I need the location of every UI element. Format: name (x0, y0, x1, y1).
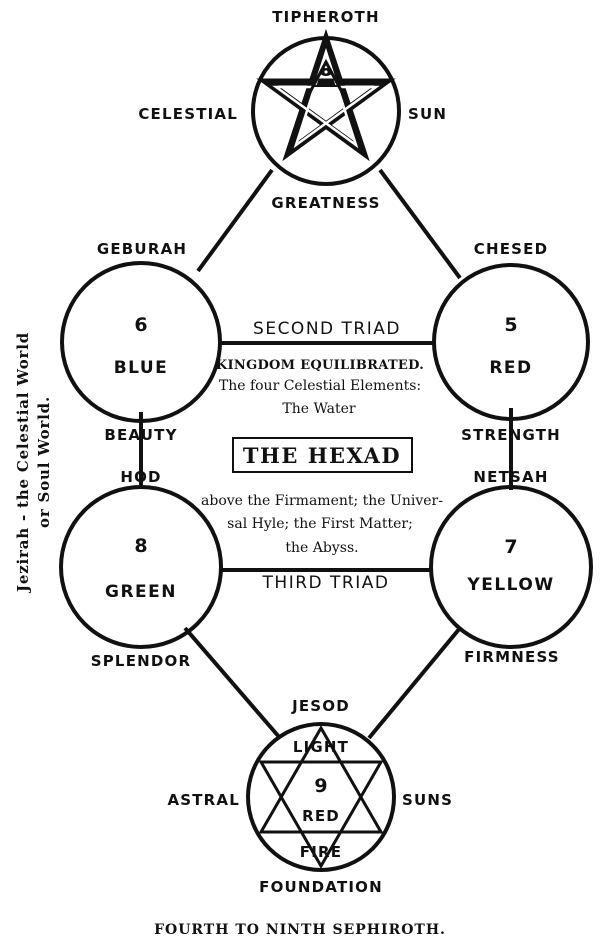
jesod-bottom-label: FOUNDATION (259, 878, 383, 896)
center-line-4: sal Hyle; the First Matter; (227, 516, 413, 532)
figure-caption: FOURTH TO NINTH SEPHIROTH. (154, 922, 446, 938)
chesed-title: CHESED (474, 240, 549, 258)
line-tiphereth-chesed (378, 168, 462, 280)
netsah-circle (429, 485, 593, 649)
hod-below-label: SPLENDOR (91, 652, 192, 670)
chesed-below-label: STRENGTH (461, 426, 561, 444)
tiphereth-right-label: SUN (408, 105, 447, 123)
line-hod-jesod (183, 626, 282, 740)
eye-icon (307, 58, 345, 95)
tiphereth-left-label: CELESTIAL (138, 105, 238, 123)
side-title-line-2: or Soul World. (35, 396, 53, 528)
jesod-inner-bottom: FIRE (300, 843, 342, 861)
tiphereth-bottom-label: GREATNESS (271, 194, 380, 212)
third-triad-label: THIRD TRIAD (262, 573, 390, 593)
pentagram-inner-icon (272, 47, 380, 149)
netsah-color: YELLOW (466, 575, 554, 595)
jesod-circle (246, 722, 396, 872)
chesed-node: CHESED 5 RED STRENGTH (432, 240, 590, 444)
hexad-box (232, 437, 413, 473)
jesod-color: RED (302, 807, 340, 825)
netsah-number: 7 (504, 536, 517, 558)
hexagram-up-triangle-icon (258, 724, 384, 834)
center-line-2: The Water (282, 401, 356, 417)
line-netsah-jesod (367, 626, 462, 740)
pentagram-icon (256, 28, 396, 162)
hod-color: GREEN (105, 582, 177, 602)
geburah-circle (60, 261, 222, 423)
hexad-title: THE HEXAD (243, 443, 401, 468)
chesed-color: RED (489, 358, 532, 378)
hod-node: HOD 8 GREEN SPLENDOR (59, 468, 223, 670)
chesed-circle (432, 263, 590, 421)
tiphereth-top-label: TIPHEROTH (272, 8, 380, 26)
geburah-title: GEBURAH (97, 240, 187, 258)
jesod-top-label: JESOD (291, 697, 350, 715)
side-title: Jezirah - the Celestial World or Soul Wo… (14, 332, 53, 594)
jesod-left-label: ASTRAL (167, 791, 240, 809)
chesed-number: 5 (504, 314, 517, 336)
center-line-1: The four Celestial Elements: (219, 378, 421, 394)
kingdom-line: KINGDOM EQUILIBRATED. (216, 358, 424, 373)
netsah-node: NETSAH 7 YELLOW FIRMNESS (429, 468, 593, 666)
jesod-inner-top: LIGHT (293, 738, 349, 756)
connector-lines (139, 168, 513, 740)
center-line-3: above the Firmament; the Univer- (201, 493, 443, 509)
line-tiphereth-geburah (196, 168, 274, 273)
second-triad-label: SECOND TRIAD (253, 319, 401, 339)
jesod-number: 9 (314, 775, 327, 797)
netsah-title: NETSAH (473, 468, 548, 486)
hod-circle (59, 485, 223, 649)
center-line-5: the Abyss. (285, 540, 358, 556)
side-title-line-1: Jezirah - the Celestial World (14, 332, 32, 594)
geburah-color: BLUE (114, 358, 169, 378)
jesod-right-label: SUNS (402, 791, 453, 809)
hexagram-down-triangle-icon (258, 760, 384, 870)
jesod-node: JESOD LIGHT 9 RED FIRE ASTRAL SUNS FOUND… (167, 697, 453, 896)
geburah-below-label: BEAUTY (104, 426, 177, 444)
center-text: SECOND TRIAD KINGDOM EQUILIBRATED. The f… (201, 319, 443, 593)
geburah-number: 6 (134, 314, 147, 336)
geburah-node: GEBURAH 6 BLUE BEAUTY (60, 240, 222, 444)
hod-number: 8 (134, 535, 147, 557)
hod-title: HOD (120, 468, 161, 486)
tiphereth-node: TIPHEROTH CELESTIAL SUN GREATNESS (138, 8, 447, 212)
netsah-below-label: FIRMNESS (464, 648, 560, 666)
